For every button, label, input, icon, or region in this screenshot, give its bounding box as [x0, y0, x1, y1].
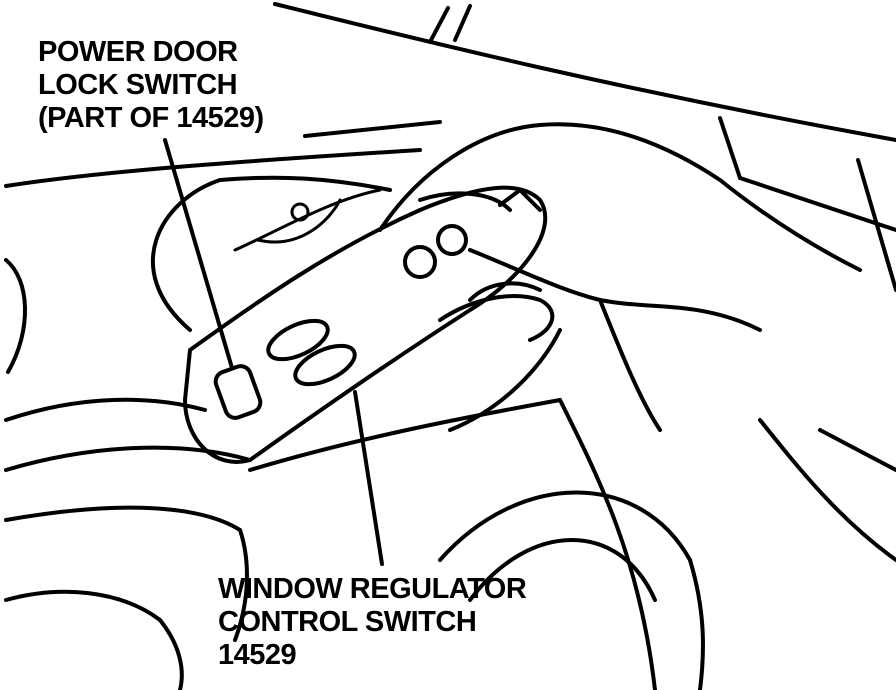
lock-label-line-3: (PART OF 14529) — [38, 102, 264, 134]
window-label-line-1: WINDOW REGULATOR — [218, 573, 527, 605]
switch-panel — [183, 185, 548, 464]
switch-buttons — [213, 224, 468, 420]
hand — [378, 122, 862, 432]
lock-label-line-2: LOCK SWITCH — [38, 69, 238, 101]
door-panel-contours — [4, 148, 896, 690]
window-label-line-3: 14529 — [218, 639, 297, 671]
window-label-line-2: CONTROL SWITCH — [218, 606, 477, 638]
lock-label-line-1: POWER DOOR — [38, 36, 238, 68]
leader-lines — [163, 120, 442, 566]
window-regulator-switch-label: WINDOW REGULATOR CONTROL SWITCH 14529 — [218, 573, 527, 672]
door-frame-lines — [273, 2, 896, 292]
power-door-lock-switch-label: POWER DOOR LOCK SWITCH (PART OF 14529) — [38, 36, 264, 135]
